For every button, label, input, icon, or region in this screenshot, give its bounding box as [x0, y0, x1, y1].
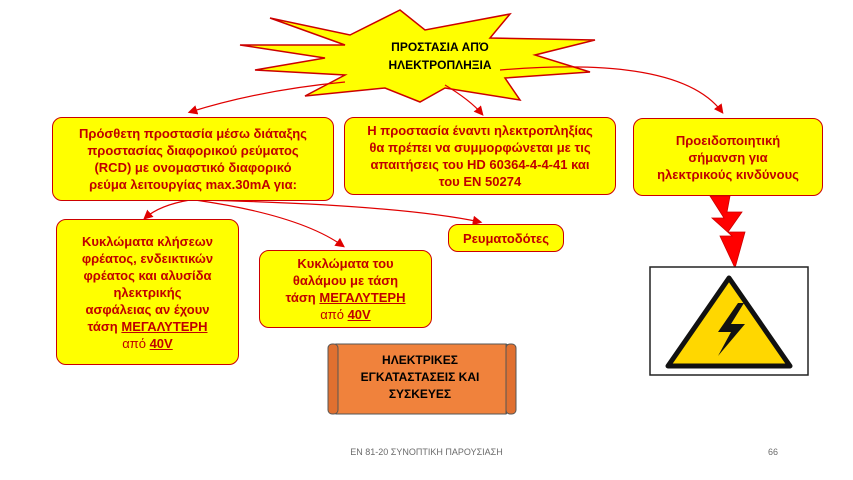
arrow-star-to-warning [499, 66, 724, 114]
hd-line-2: θα πρέπει να συμμορφώνεται με τις [369, 140, 591, 155]
box-sockets: Ρευματοδότες [448, 224, 564, 252]
hd-line-3: απαιτήσεις του HD 60364-4-4-41 και [370, 157, 590, 172]
arrow-rcd-to-car [194, 199, 345, 248]
title-line-2: ΗΛΕΚΤΡΟΠΛΗΞΙΑ [388, 58, 492, 72]
shaft-line-4: ηλεκτρικής [113, 284, 182, 300]
shaft-line-7-prefix: από [122, 335, 150, 351]
shaft-line-2: φρέατος, ενδεικτικών [81, 250, 214, 266]
rcd-line-1: Πρόσθετη προστασία μέσω διάταξης [79, 126, 307, 141]
rcd-line-4: ρεύμα λειτουργίας max.30mA για: [89, 177, 297, 192]
scroll-line-3: ΣΥΣΚΕΥΕΣ [388, 387, 452, 401]
shaft-line-7: από 40V [82, 335, 213, 352]
sockets-label: Ρευματοδότες [463, 230, 549, 246]
hd-line-4: του EN 50274 [438, 174, 522, 189]
title-starburst [239, 9, 596, 103]
arrow-rcd-to-shaft [143, 199, 191, 220]
slide-footer: EN 81-20 ΣΥΝΟΠΤΙΚΗ ΠΑΡΟΥΣΙΑΣΗ [350, 447, 503, 457]
shaft-line-6: τάση ΜΕΓΑΛΥΤΕΡΗ [82, 318, 213, 335]
shaft-line-1: Κυκλώματα κλήσεων [82, 233, 213, 249]
warning-line-2: σήμανση για [688, 149, 768, 165]
scroll-label: ΗΛΕΚΤΡΙΚΕΣ ΕΓΚΑΤΑΣΤΑΣΕΙΣ ΚΑΙ ΣΥΣΚΕΥΕΣ [345, 352, 495, 403]
title-line-1: ΠΡΟΣΤΑΣΙΑ ΑΠΌ [391, 40, 489, 54]
page-number: 66 [768, 447, 779, 457]
car-line-1: Κυκλώματα του [297, 256, 394, 271]
high-voltage-warning-icon [665, 275, 793, 369]
box-rcd-protection: Πρόσθετη προστασία μέσω διάταξης προστασ… [52, 117, 334, 201]
warning-line-3: ηλεκτρικούς κινδύνους [657, 166, 799, 182]
lightning-bolt-icon [709, 195, 746, 270]
car-line-3-prefix: τάση [285, 290, 320, 305]
scroll-line-1: ΗΛΕΚΤΡΙΚΕΣ [382, 353, 458, 367]
car-line-3-emph: ΜΕΓΑΛΥΤΕΡΗ [319, 290, 406, 305]
car-line-2: θαλάμου με τάση [292, 273, 399, 288]
box-hd-compliance: Η προστασία έναντι ηλεκτροπληξίας θα πρέ… [344, 117, 616, 195]
shaft-line-3: φρέατος και αλυσίδα [83, 267, 212, 283]
rcd-line-3: (RCD) με ονομαστικό διαφορικό [94, 160, 292, 175]
arrow-star-to-rcd [187, 81, 346, 115]
rcd-line-2: προστασίας διαφορικού ρεύματος [87, 143, 299, 158]
box-warning-signage: Προειδοποιητική σήμανση για ηλεκτρικούς … [633, 118, 823, 196]
warning-line-1: Προειδοποιητική [675, 132, 781, 148]
arrow-star-to-hd [444, 84, 484, 116]
arrow-rcd-to-sockets [199, 199, 483, 226]
shaft-line-7-emph: 40V [149, 335, 173, 351]
shaft-line-5: ασφάλειας αν έχουν [85, 301, 210, 317]
shaft-line-6-emph: ΜΕΓΑΛΥΤΕΡΗ [121, 318, 208, 334]
shaft-line-6-prefix: τάση [87, 318, 122, 334]
scroll-line-2: ΕΓΚΑΤΑΣΤΑΣΕΙΣ ΚΑΙ [360, 370, 480, 384]
car-line-4: από 40V [285, 306, 405, 323]
car-line-4-emph: 40V [347, 307, 371, 322]
box-car-circuits: Κυκλώματα του θαλάμου με τάση τάση ΜΕΓΑΛ… [259, 250, 432, 328]
car-line-4-prefix: από [320, 307, 348, 322]
scroll-banner [327, 343, 517, 415]
car-line-3: τάση ΜΕΓΑΛΥΤΕΡΗ [285, 289, 405, 306]
box-shaft-circuits: Κυκλώματα κλήσεων φρέατος, ενδεικτικών φ… [56, 219, 239, 365]
diagram-title: ΠΡΟΣΤΑΣΙΑ ΑΠΌ ΗΛΕΚΤΡΟΠΛΗΞΙΑ [360, 38, 520, 74]
hd-line-1: Η προστασία έναντι ηλεκτροπληξίας [367, 123, 593, 138]
